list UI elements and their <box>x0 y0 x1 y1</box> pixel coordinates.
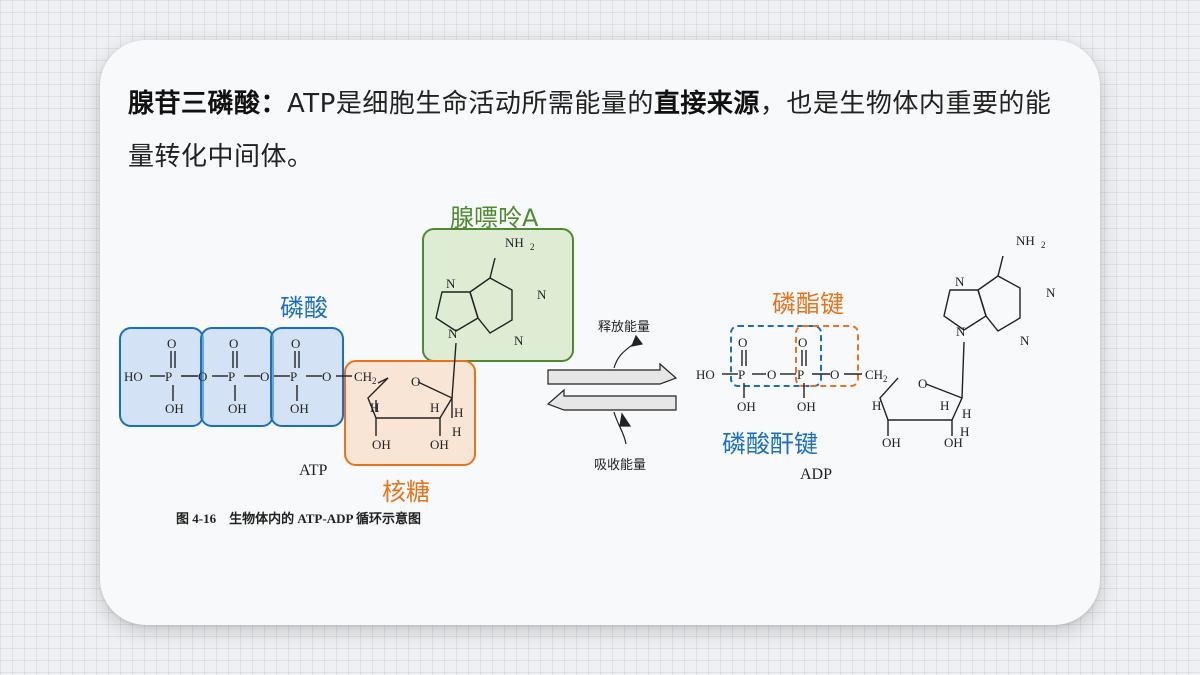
intro-text: 腺苷三磷酸：ATP是细胞生命活动所需能量的直接来源，也是生物体内重要的能量转化中… <box>128 78 1068 184</box>
absorb-energy-label: 吸收能量 <box>594 458 647 473</box>
svg-text:O: O <box>198 369 207 384</box>
svg-text:N: N <box>448 326 458 341</box>
svg-text:N: N <box>1020 333 1030 348</box>
adenine-box <box>422 228 574 362</box>
svg-text:O: O <box>229 336 238 351</box>
svg-text:N: N <box>1046 285 1056 300</box>
adp-structure <box>722 255 1021 436</box>
ribose-label: 核糖 <box>382 478 430 506</box>
svg-text:OH: OH <box>372 437 391 452</box>
svg-text:OH: OH <box>165 401 184 416</box>
svg-text:N: N <box>956 324 966 339</box>
svg-text:2: 2 <box>1041 240 1046 250</box>
svg-text:P: P <box>797 367 804 382</box>
svg-text:N: N <box>446 276 456 291</box>
svg-text:P: P <box>290 369 297 384</box>
svg-text:OH: OH <box>797 399 816 414</box>
figure-caption: 图 4-16 生物体内的 ATP-ADP 循环示意图 <box>176 511 421 526</box>
svg-text:2: 2 <box>530 242 535 252</box>
svg-text:P: P <box>165 369 172 384</box>
svg-text:N: N <box>537 287 547 302</box>
svg-text:O: O <box>767 367 776 382</box>
svg-text:O: O <box>322 369 331 384</box>
svg-text:H: H <box>962 406 971 421</box>
svg-text:H: H <box>454 405 463 420</box>
svg-text:H: H <box>960 424 969 439</box>
svg-text:OH: OH <box>737 399 756 414</box>
svg-text:OH: OH <box>290 401 309 416</box>
phosphate-box-2 <box>200 327 274 427</box>
svg-text:H: H <box>940 398 949 413</box>
svg-text:N: N <box>514 333 524 348</box>
svg-text:O: O <box>738 335 747 350</box>
anhydride-bond-box <box>730 325 822 387</box>
intro-term: 腺苷三磷酸： <box>128 89 288 119</box>
svg-text:NH: NH <box>1016 233 1035 248</box>
svg-text:H: H <box>872 398 881 413</box>
svg-text:H: H <box>452 424 461 439</box>
ester-bond-box <box>795 325 859 387</box>
svg-text:O: O <box>291 336 300 351</box>
svg-text:OH: OH <box>944 435 963 450</box>
svg-text:O: O <box>167 336 176 351</box>
svg-text:NH: NH <box>505 235 524 250</box>
svg-text:O: O <box>918 376 927 391</box>
svg-text:CH: CH <box>865 367 883 382</box>
intro-part1: ATP是细胞生命活动所需能量的 <box>287 89 654 119</box>
svg-text:HO: HO <box>124 369 143 384</box>
intro-part2: ，也是生物体内重要的能量转化中间体。 <box>128 89 1052 172</box>
atp-structure <box>150 257 513 436</box>
svg-text:2: 2 <box>883 374 888 384</box>
svg-text:OH: OH <box>430 437 449 452</box>
svg-text:H: H <box>370 400 379 415</box>
svg-text:O: O <box>260 369 269 384</box>
anhydride-bond-label: 磷酸酐键 <box>722 430 818 458</box>
svg-text:N: N <box>955 274 965 289</box>
svg-text:H: H <box>430 400 439 415</box>
svg-text:O: O <box>798 335 807 350</box>
atp-label: ATP <box>299 462 328 479</box>
svg-text:P: P <box>738 367 745 382</box>
equilibrium-arrows <box>546 334 678 445</box>
ester-bond-label: 磷酯键 <box>772 290 844 318</box>
phosphate-box-3 <box>270 327 344 427</box>
svg-text:P: P <box>228 369 235 384</box>
svg-text:O: O <box>411 374 420 389</box>
adenine-label: 腺嘌呤A <box>450 204 539 232</box>
svg-text:2: 2 <box>372 376 377 386</box>
svg-text:CH: CH <box>354 369 372 384</box>
svg-text:O: O <box>830 367 839 382</box>
svg-text:HO: HO <box>696 367 715 382</box>
svg-text:OH: OH <box>228 401 247 416</box>
svg-text:OH: OH <box>882 435 901 450</box>
phosphate-label: 磷酸 <box>280 294 328 322</box>
release-energy-label: 释放能量 <box>598 320 651 335</box>
adp-label: ADP <box>800 466 833 483</box>
intro-highlight: 直接来源 <box>653 89 760 119</box>
